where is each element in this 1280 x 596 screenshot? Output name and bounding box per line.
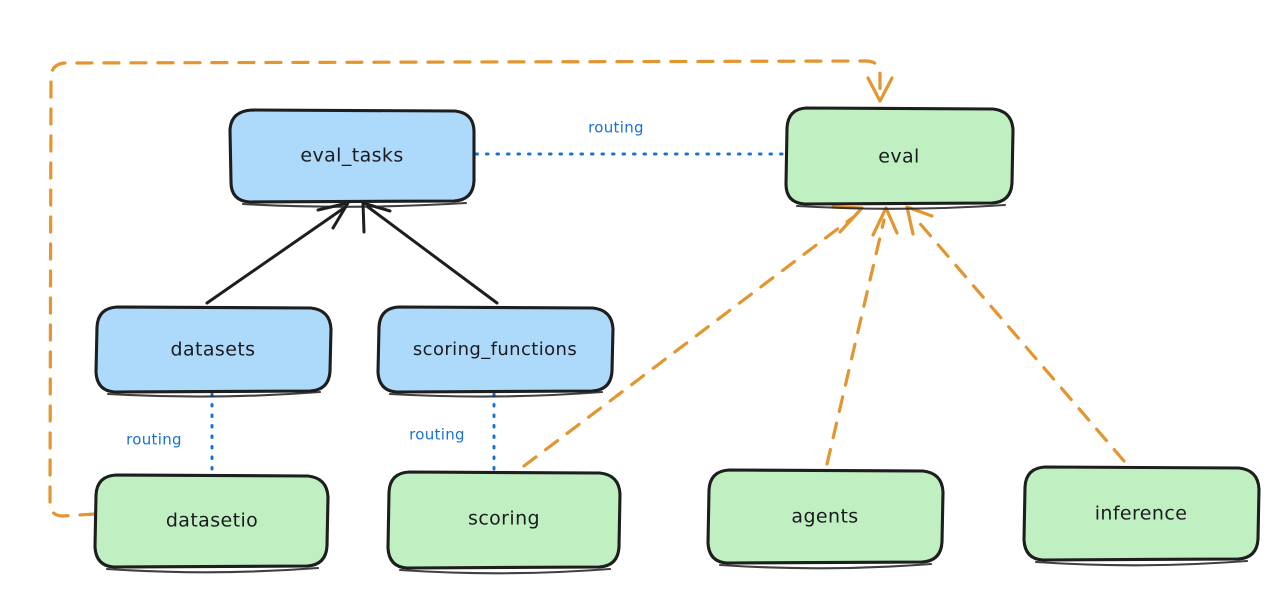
node-agents[interactable]: agents (706, 468, 945, 570)
node-label-eval-tasks: eval_tasks (300, 145, 403, 167)
node-label-scoring-functions: scoring_functions (413, 339, 577, 360)
edge-agents-eval[interactable] (825, 206, 899, 466)
edge-datasets-eval-tasks[interactable] (205, 201, 350, 305)
node-eval[interactable]: eval (784, 106, 1015, 210)
node-label-datasets: datasets (171, 339, 256, 361)
node-eval-tasks[interactable]: eval_tasks (228, 108, 476, 208)
edge-label-routing-datasetio: routing (126, 431, 182, 449)
node-label-agents: agents (791, 506, 858, 528)
node-label-eval: eval (878, 146, 919, 168)
node-datasetio[interactable]: datasetio (93, 473, 330, 574)
edge-label-layer: routing routing routing (126, 119, 644, 449)
edge-inference-eval[interactable] (905, 205, 1126, 463)
node-label-scoring: scoring (468, 508, 540, 530)
edge-label-routing-scoring: routing (409, 426, 465, 444)
node-scoring[interactable]: scoring (386, 470, 622, 575)
node-scoring-functions[interactable]: scoring_functions (376, 305, 615, 398)
edge-datasetio-eval[interactable] (48, 59, 894, 518)
node-datasets[interactable]: datasets (94, 305, 333, 398)
node-layer: eval_tasks eval datasets scoring_functio… (93, 106, 1261, 575)
node-label-inference: inference (1095, 503, 1188, 525)
edge-layer (48, 59, 1126, 518)
edge-scoring-functions-eval-tasks[interactable] (361, 201, 499, 305)
node-label-datasetio: datasetio (166, 510, 258, 532)
node-inference[interactable]: inference (1022, 465, 1261, 567)
edge-label-routing-eval: routing (588, 119, 644, 137)
